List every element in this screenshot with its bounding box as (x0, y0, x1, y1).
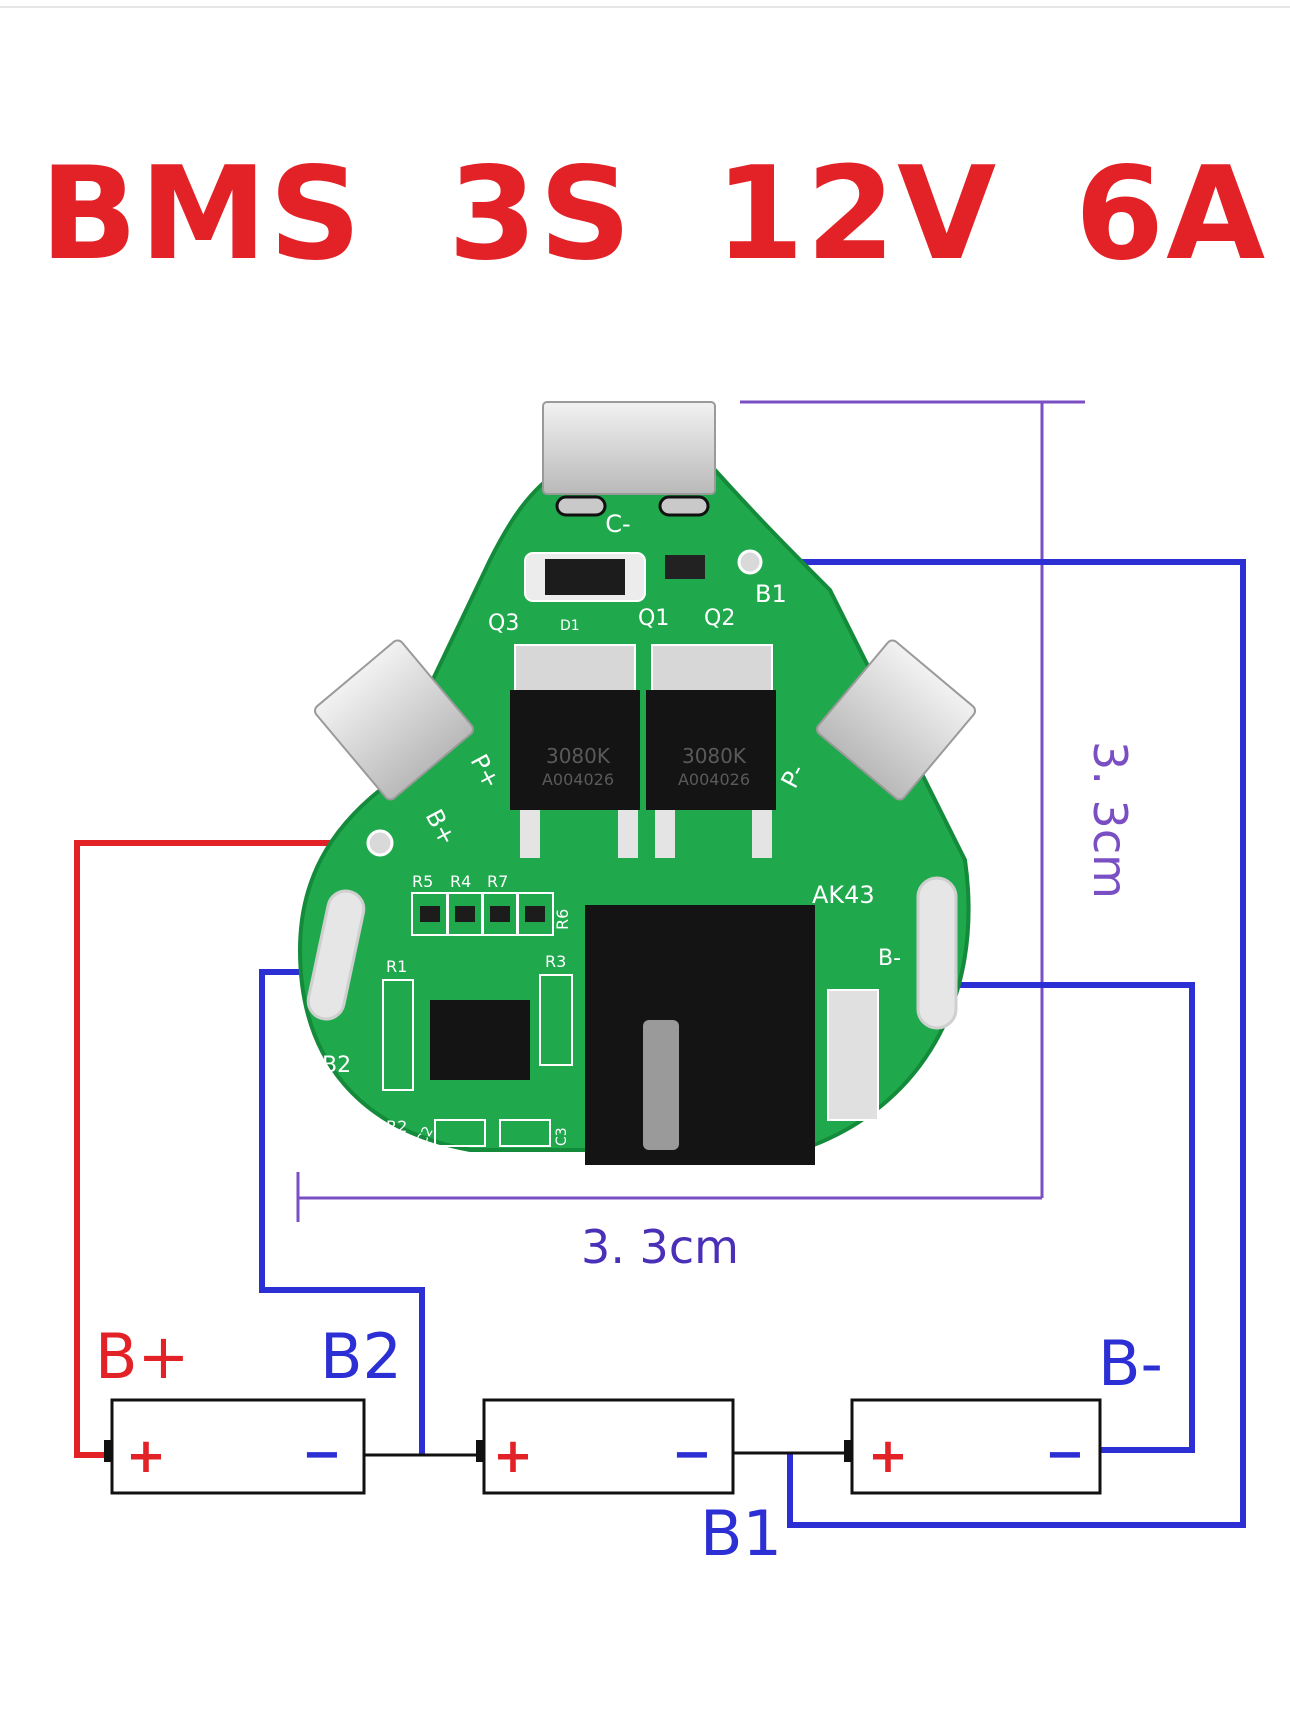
c-minus-slot-left (555, 495, 607, 517)
battery-cell-1 (110, 1398, 366, 1495)
c-minus-slot-right (658, 495, 710, 517)
cell-2-minus: − (672, 1426, 712, 1482)
silk-c3: C3 (554, 1127, 570, 1146)
battery-cell-1-nub (104, 1440, 112, 1462)
resistor-r6 (516, 892, 554, 936)
battery-cell-2-nub (476, 1440, 484, 1462)
title-word-bms: BMS (40, 140, 364, 289)
large-component-tab (643, 1020, 679, 1150)
capacitor-c2 (434, 1119, 486, 1147)
b-minus-pad (916, 876, 958, 1030)
wire-b-plus (74, 840, 380, 1458)
label-b2: B2 (320, 1320, 402, 1393)
battery-cells (104, 1398, 1102, 1495)
title-word-3s: 3S (448, 140, 634, 289)
silk-b1: B1 (755, 580, 787, 608)
wire-b1 (750, 559, 1246, 1528)
mosfet-right-leg-1 (655, 810, 675, 858)
resistor-r6-body (525, 906, 545, 922)
mosfet-right-marking-1: 3080K (682, 744, 747, 768)
silk-q3: Q3 (488, 611, 519, 636)
b-plus-pad (366, 829, 394, 857)
b2-pad (306, 889, 366, 1021)
bms-pcb: 3080K A004026 3080K A004026 (297, 401, 977, 1165)
wire-b-minus (940, 982, 1195, 1453)
silk-q2: Q2 (704, 606, 735, 631)
resistor-r1 (382, 979, 414, 1091)
protection-ic (430, 1000, 530, 1080)
mosfet-left (510, 690, 640, 810)
large-black-component (585, 905, 815, 1165)
silk-b-minus: B- (878, 946, 901, 971)
resistor-r5-body (420, 906, 440, 922)
label-b-plus: B+ (95, 1320, 189, 1393)
mosfet-left-marking-1: 3080K (546, 744, 611, 768)
mosfet-left-leg-1 (520, 810, 540, 858)
resistor-r7-body (490, 906, 510, 922)
p-minus-tab (815, 639, 977, 801)
silk-r7: R7 (487, 872, 508, 891)
cell-1-plus: + (126, 1428, 166, 1484)
resistor-row (411, 892, 554, 936)
silk-c-minus: C- (605, 510, 630, 538)
mosfet-right (646, 690, 776, 810)
mosfet-left-marking-2: A004026 (542, 770, 614, 789)
title-banner: BMS 3S 12V 6A (0, 140, 1290, 290)
silk-r6: R6 (553, 909, 572, 930)
label-b-minus: B- (1098, 1327, 1163, 1400)
b1-pad (737, 549, 763, 575)
title-word-12v: 12V (715, 140, 999, 289)
silk-r2: R2 (386, 1117, 407, 1136)
title-word-6a: 6A (1075, 140, 1268, 289)
silk-r3: R3 (545, 952, 566, 971)
silk-r5: R5 (412, 872, 433, 891)
silk-r1: R1 (386, 957, 407, 976)
cell-1-minus: − (302, 1426, 342, 1482)
sot-q1-q2 (665, 555, 705, 579)
silk-b2: B2 (322, 1053, 351, 1078)
cell-2-plus: + (493, 1428, 533, 1484)
silk-d1: D1 (560, 618, 580, 634)
diode-d1-body (545, 559, 625, 595)
mosfet-right-marking-2: A004026 (678, 770, 750, 789)
wire-b2 (259, 969, 425, 1455)
battery-cell-3 (850, 1398, 1102, 1495)
label-b1: B1 (700, 1497, 782, 1570)
wires (74, 559, 1246, 1528)
mosfet-left-leg-2 (618, 810, 638, 858)
c-minus-tab (542, 401, 716, 495)
mosfet-right-leg-2 (752, 810, 772, 858)
p-plus-tab (313, 639, 475, 801)
resistor-r3 (539, 974, 573, 1066)
dimension-height-label: 3. 3cm (1083, 741, 1137, 899)
cell-3-minus: − (1045, 1426, 1085, 1482)
silk-ak43: AK43 (812, 881, 875, 909)
battery-cell-2 (482, 1398, 735, 1495)
silk-r4: R4 (450, 872, 471, 891)
cell-3-plus: + (868, 1428, 908, 1484)
battery-cell-3-nub (844, 1440, 852, 1462)
dimension-lines (296, 400, 1085, 1222)
dimension-width-label: 3. 3cm (581, 1220, 739, 1274)
top-divider (0, 6, 1290, 8)
silk-q1: Q1 (638, 606, 669, 631)
capacitor-c3 (499, 1119, 551, 1147)
resistor-r4-body (455, 906, 475, 922)
diode-right (827, 989, 879, 1121)
